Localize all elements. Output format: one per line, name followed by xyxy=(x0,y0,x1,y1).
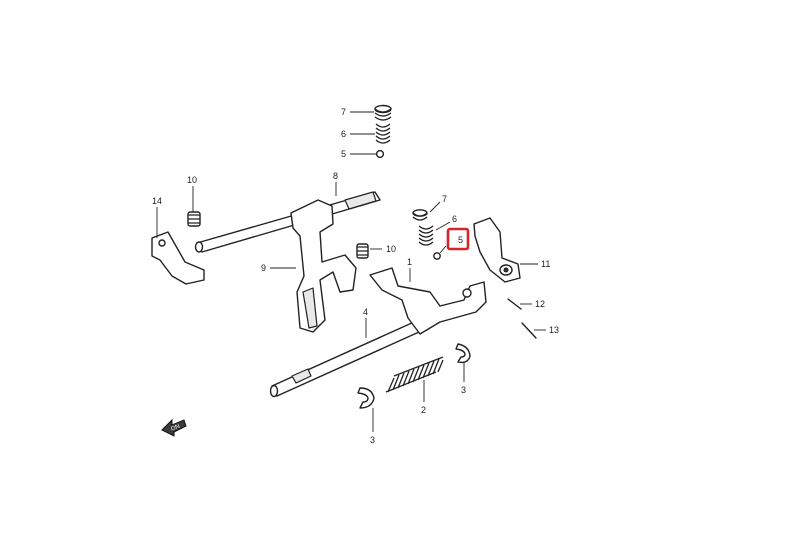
shift-fork-9 xyxy=(290,199,357,333)
callout-6-top: 6 xyxy=(341,129,346,139)
top-spring-6 xyxy=(375,123,391,144)
callout-6-mid: 6 xyxy=(452,214,457,224)
spring-2 xyxy=(385,356,444,393)
circlip-3-bottom xyxy=(357,387,375,409)
bracket-14 xyxy=(151,231,205,285)
pin-13 xyxy=(521,322,537,339)
mid-plug-7 xyxy=(412,209,428,221)
callout-5-top: 5 xyxy=(341,149,346,159)
fork-pin-10-right xyxy=(356,243,369,259)
fork-pin-10-left xyxy=(187,211,201,227)
mid-ball-5 xyxy=(433,252,441,260)
callout-10-right: 10 xyxy=(386,244,396,254)
callout-5-mid: 5 xyxy=(458,235,463,245)
top-plug-7 xyxy=(374,104,392,121)
top-ball-5 xyxy=(375,149,385,159)
callout-12: 12 xyxy=(535,299,545,309)
callout-13: 13 xyxy=(549,325,559,335)
leader-lines xyxy=(156,111,546,432)
mid-spring-6 xyxy=(418,225,434,246)
shift-fork-1 xyxy=(369,267,487,335)
direction-arrow-label: ON xyxy=(170,424,181,433)
callout-9: 9 xyxy=(261,263,266,273)
callout-7-top: 7 xyxy=(341,107,346,117)
circlip-3-right xyxy=(455,343,471,364)
shift-shaft-8 xyxy=(194,191,381,253)
callout-10-left: 10 xyxy=(187,175,197,185)
callout-labels: 7 6 5 8 10 14 10 9 7 6 5 1 11 12 13 4 3 … xyxy=(152,107,559,445)
callout-3-bottom: 3 xyxy=(370,435,375,445)
lever-11 xyxy=(473,217,521,283)
highlight-box-callout-5 xyxy=(446,227,470,251)
callout-4: 4 xyxy=(363,307,368,317)
callout-14: 14 xyxy=(152,196,162,206)
callout-7-mid: 7 xyxy=(442,194,447,204)
callout-1: 1 xyxy=(407,257,412,267)
pin-12 xyxy=(507,298,522,310)
callout-11: 11 xyxy=(541,259,550,269)
callout-8: 8 xyxy=(333,171,338,181)
direction-arrow-icon: ON xyxy=(161,418,187,437)
callout-2: 2 xyxy=(421,405,426,415)
callout-3-right: 3 xyxy=(461,385,466,395)
shift-shaft-4 xyxy=(269,321,420,398)
